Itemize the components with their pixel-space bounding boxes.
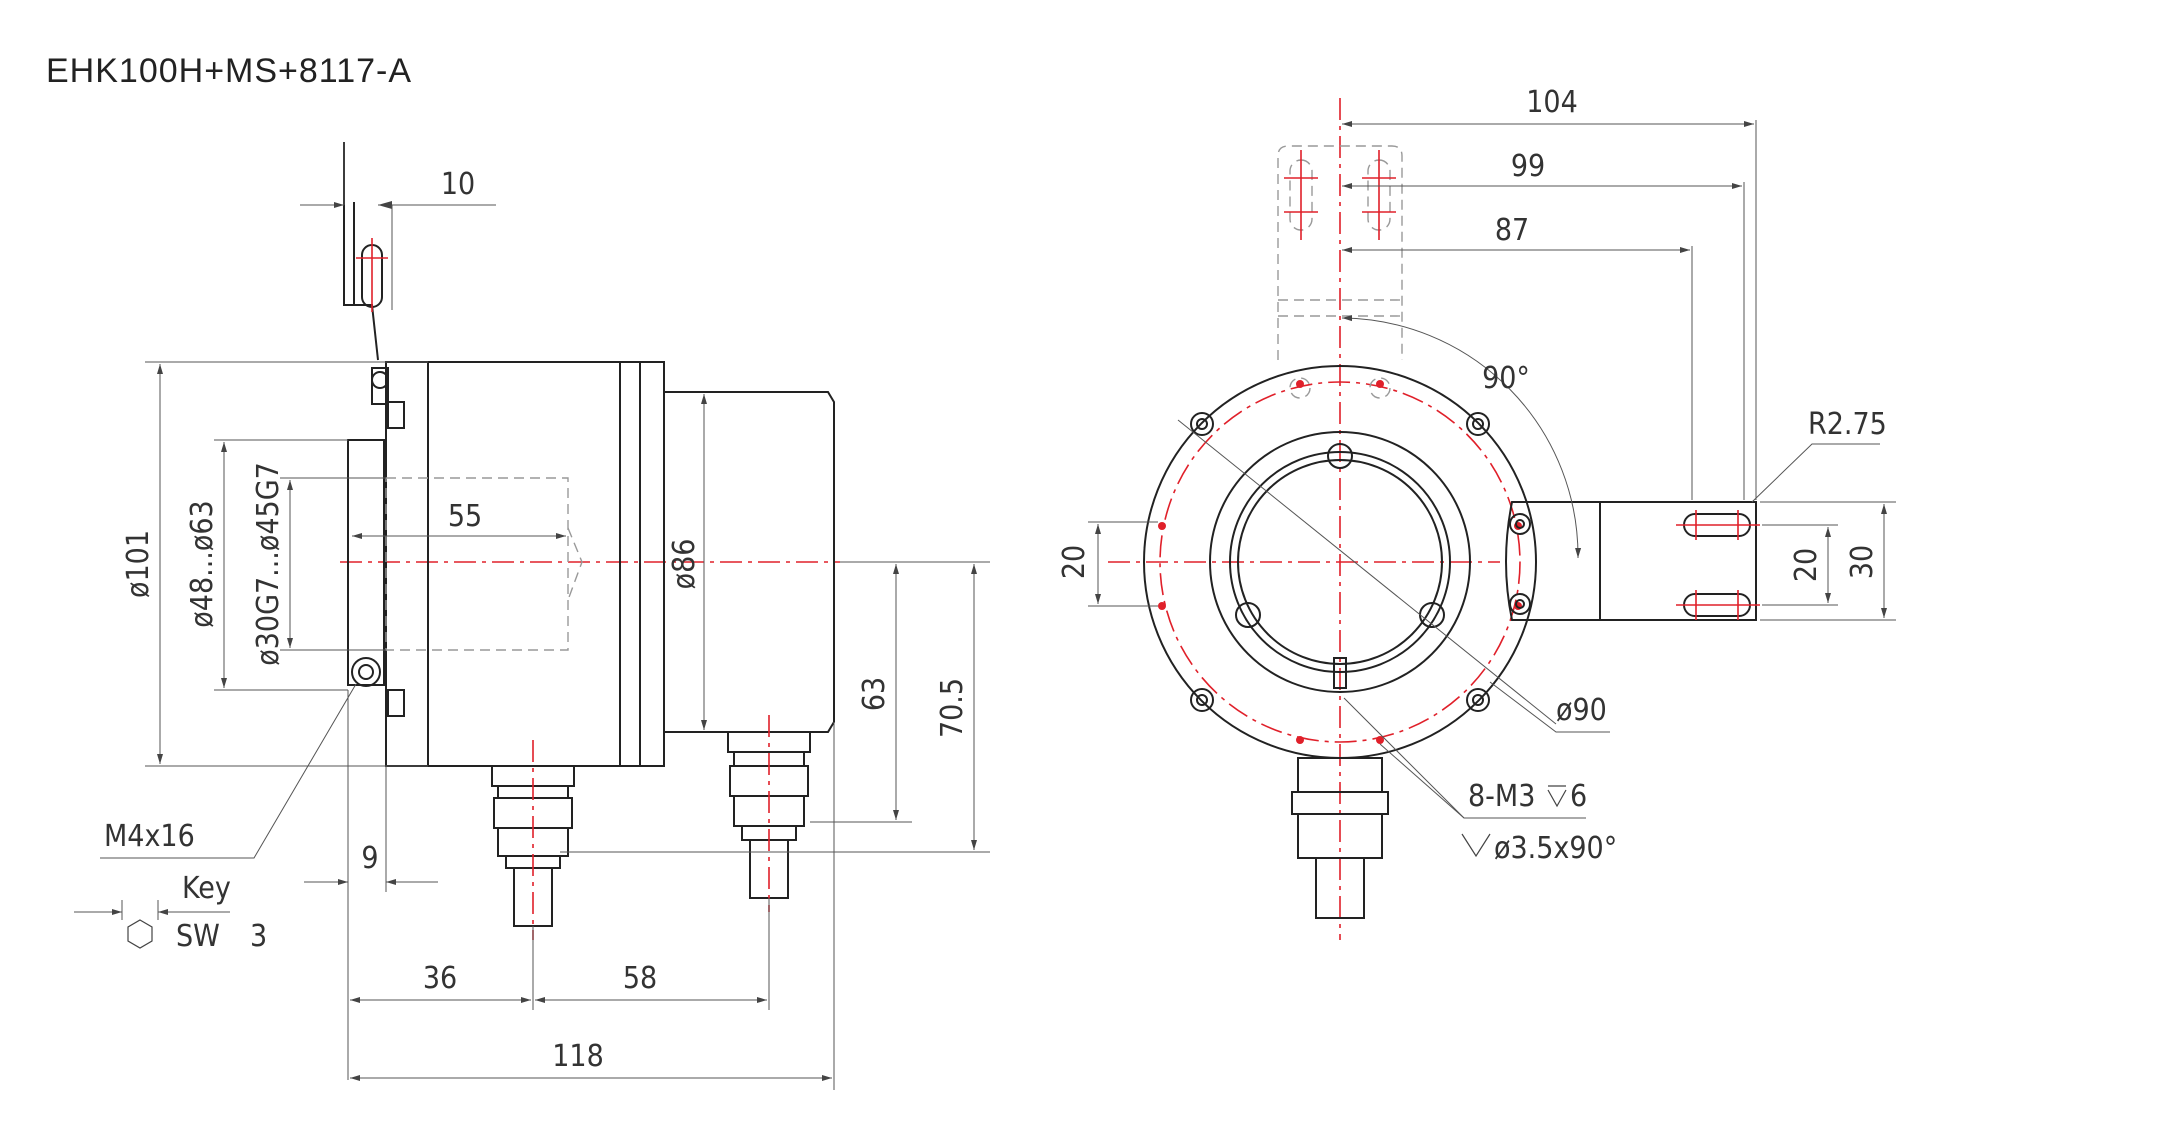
thread-depth: 6 [1570,779,1587,814]
top-screw-head [371,367,389,405]
dim-30: 30 [1845,545,1880,579]
dim-dia-101: ø101 [121,530,156,598]
label-m4x16: M4x16 [104,819,195,854]
dia-90-line [1177,419,1557,725]
spring-bracket [343,142,379,361]
dim-99: 99 [1511,149,1545,184]
dim-dia-48-63: ø48...ø63 [185,500,220,627]
radius-label: R2.75 [1808,407,1887,442]
flange-tab-top [387,401,405,429]
encoder-housing [427,361,641,767]
dia-90-leader [1489,681,1610,733]
dim-63: 63 [857,677,892,711]
bore-outer [1229,451,1451,673]
front-cable-gland [1291,757,1389,919]
dim-dia-90: ø90 [1556,693,1607,728]
collar-notch-left [1235,602,1261,628]
top-screw-cap [371,371,389,389]
dim-10: 10 [441,167,475,202]
dim-20-left: 20 [1057,545,1092,579]
dim-20-right: 20 [1789,548,1824,582]
dim-118: 118 [552,1039,604,1074]
countersink-label: ø3.5x90° [1494,831,1617,866]
countersink-icon [1461,833,1491,858]
flange-tab-bottom [387,689,405,717]
bore-inner [1237,459,1443,665]
dim-dia-86: ø86 [667,539,702,590]
cable-gland-front [491,740,575,940]
dim-36: 36 [423,961,457,996]
bolt-circle [1159,381,1521,743]
cable-gland-rear [727,715,811,912]
housing-rear-ring [639,361,665,767]
m4-leader [100,683,357,859]
dim-58: 58 [623,961,657,996]
hidden-bore-tip [567,527,583,601]
tether-bracket [1505,501,1760,621]
dim-55: 55 [448,499,482,534]
angle-arc [1341,315,1582,559]
side-view: 10 ø101 ø48...ø63 ø30G7...ø45G7 55 ø86 6… [74,142,990,1090]
clamp-slot [1333,657,1347,689]
label-sw: SW [176,919,220,954]
depth-icon [1547,785,1567,808]
clamp-screw [351,657,381,687]
flange-plate [385,361,429,767]
angle-90: 90° [1482,361,1530,396]
dim-9: 9 [361,841,378,876]
radius-leader [1751,443,1880,503]
thread-label: 8-M3 [1468,779,1535,814]
front-view: 104 99 87 90° R2.75 20 20 30 ø90 8-M3 [1057,85,1896,940]
drawing-title: EHK100H+MS+8117-A [46,52,413,90]
dim-70-5: 70.5 [935,678,970,738]
label-key: Key [182,871,231,906]
dim-87: 87 [1495,213,1529,248]
housing-ring [1209,431,1471,693]
clamp-screw-hex [358,664,374,680]
label-sw-value: 3 [250,919,267,954]
dim-104: 104 [1526,85,1578,120]
dim-dia-30-45: ø30G7...ø45G7 [251,462,286,666]
hexagon-icon [127,919,153,949]
